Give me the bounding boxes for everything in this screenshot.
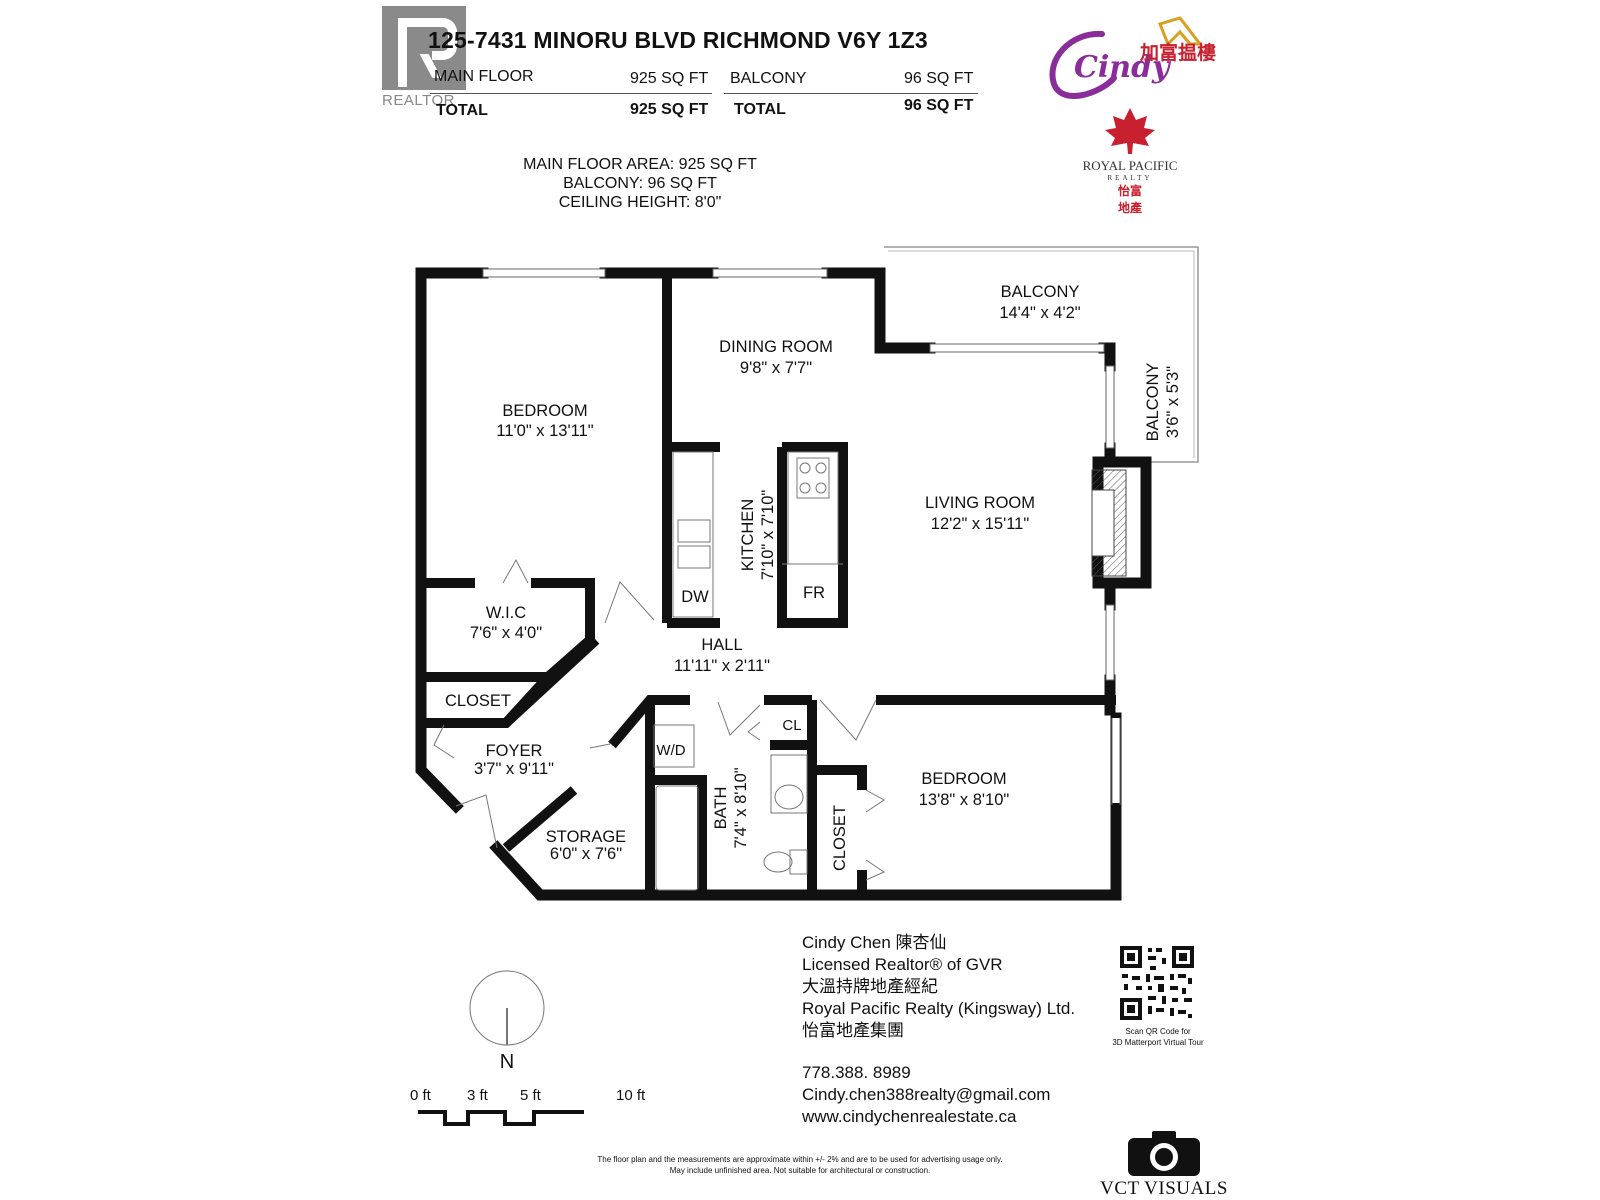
- north-label: N: [500, 1051, 514, 1073]
- balcony-label: BALCONY: [730, 70, 807, 87]
- balcony1-size: 14'4" x 4'2": [999, 304, 1080, 322]
- washer-dryer-icon: [653, 724, 695, 768]
- summary-main-floor: MAIN FLOOR AREA: 925 SQ FT: [523, 156, 757, 173]
- agent-website: www.cindychenrealestate.ca: [802, 1107, 1017, 1126]
- agent-license: Licensed Realtor® of GVR: [802, 955, 1003, 974]
- balcony1-name: BALCONY: [1001, 283, 1080, 301]
- summary-balcony: BALCONY: 96 SQ FT: [563, 175, 717, 192]
- agent-name: Cindy Chen 陳杏仙: [802, 933, 947, 952]
- total-main-value: 925 SQ FT: [630, 101, 709, 118]
- bedroom1-name: BEDROOM: [502, 402, 587, 420]
- qr-code[interactable]: [1118, 944, 1196, 1022]
- scale-3ft: 3 ft: [467, 1087, 489, 1104]
- foyer-name: FOYER: [486, 742, 543, 760]
- fridge-label: FR: [803, 584, 825, 602]
- closet2-name: CLOSET: [831, 805, 849, 871]
- exterior-walls: [415, 267, 1152, 901]
- dining-name: DINING ROOM: [719, 338, 833, 356]
- living-size: 12'2" x 15'11": [931, 515, 1030, 533]
- storage-size: 6'0" x 7'6": [550, 845, 622, 863]
- balcony-value: 96 SQ FT: [904, 70, 974, 87]
- total-label-right: TOTAL: [734, 101, 786, 118]
- royal-pacific-logo: ROYAL PACIFIC REALTY 怡富 地產: [1070, 106, 1190, 218]
- main-floor-value: 925 SQ FT: [630, 70, 709, 87]
- kitchen-size: 7'10" x 7'10": [759, 490, 777, 581]
- hall-name: HALL: [701, 636, 742, 654]
- bedroom2-name: BEDROOM: [921, 770, 1006, 788]
- cindy-logo: Cindy 加富揾樓: [1040, 14, 1220, 104]
- stove-icon: [796, 457, 830, 499]
- agent-company: Royal Pacific Realty (Kingsway) Ltd.: [802, 999, 1076, 1018]
- agent-license-zh: 大溫持牌地產經紀: [802, 977, 938, 996]
- agent-company-zh: 怡富地產集團: [802, 1021, 904, 1040]
- bath-fixtures: [653, 724, 808, 891]
- bedroom2-size: 13'8" x 8'10": [919, 791, 1010, 809]
- north-compass: [469, 970, 545, 1046]
- storage-name: STORAGE: [546, 828, 626, 846]
- wic-name: W.I.C: [486, 604, 526, 622]
- toilet-icon: [789, 849, 808, 875]
- bathtub-icon: [655, 785, 699, 891]
- camera-icon: [1128, 1131, 1200, 1176]
- total-balcony-value: 96 SQ FT: [904, 97, 974, 114]
- summary-ceiling: CEILING HEIGHT: 8'0": [558, 194, 722, 211]
- kitchen-name: KITCHEN: [739, 499, 757, 571]
- windows: [482, 268, 1121, 805]
- interior-walls: [421, 273, 1116, 895]
- dining-size: 9'8" x 7'7": [740, 359, 812, 377]
- bath-name: BATH: [712, 787, 730, 830]
- scale-5ft: 5 ft: [520, 1087, 542, 1104]
- area-summary: MAIN FLOOR AREA: 925 SQ FT BALCONY: 96 S…: [470, 155, 810, 212]
- kitchen-counter: [672, 451, 843, 618]
- disclaimer: The floor plan and the measurements are …: [597, 1155, 1003, 1175]
- agent-email: Cindy.chen388realty@gmail.com: [802, 1085, 1051, 1104]
- contact-info: Cindy Chen 陳杏仙 Licensed Realtor® of GVR …: [802, 932, 1075, 1128]
- closet1-name: CLOSET: [445, 692, 511, 710]
- realtor-logo: REALTOR: [382, 6, 468, 109]
- vct-visuals-logo: VCT VISUALS: [1094, 1128, 1234, 1199]
- scale-0ft: 0 ft: [410, 1087, 432, 1104]
- header-divider-right: [724, 93, 978, 94]
- header-divider-left: [430, 93, 712, 94]
- linen-closet-label: CL: [782, 717, 801, 734]
- main-floor-label: MAIN FLOOR: [434, 68, 534, 85]
- agent-phone: 778.388. 8989: [802, 1063, 911, 1082]
- bedroom1-size: 11'0" x 13'11": [496, 422, 593, 440]
- dishwasher-label: DW: [681, 588, 709, 606]
- total-label-left: TOTAL: [436, 102, 488, 119]
- hall-size: 11'11" x 2'11": [674, 657, 770, 675]
- bath-size: 7'4" x 8'10": [732, 767, 750, 848]
- scale-bar: [418, 1110, 584, 1126]
- qr-caption: Scan QR Code for 3D Matterport Virtual T…: [1112, 1027, 1204, 1047]
- door-swings: [433, 558, 886, 881]
- washer-dryer-label: W/D: [656, 742, 685, 759]
- scale-10ft: 10 ft: [616, 1087, 646, 1104]
- balcony-outline: [884, 246, 1199, 463]
- wic-size: 7'6" x 4'0": [470, 624, 542, 642]
- living-name: LIVING ROOM: [925, 494, 1035, 512]
- property-address: 125-7431 MINORU BLVD RICHMOND V6Y 1Z3: [428, 27, 928, 53]
- balcony2-name: BALCONY: [1144, 363, 1162, 442]
- vanity-icon: [770, 754, 808, 814]
- fireplace-icon: [1091, 469, 1127, 577]
- sink-icon: [677, 519, 711, 543]
- foyer-size: 3'7" x 9'11": [474, 760, 554, 778]
- balcony2-size: 3'6" x 5'3": [1164, 366, 1182, 438]
